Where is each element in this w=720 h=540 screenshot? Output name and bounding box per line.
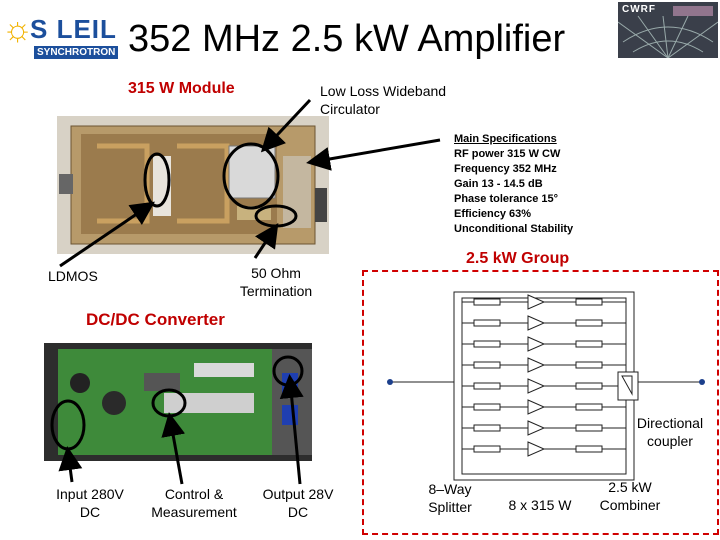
combiner-label: 2.5 kW Combiner xyxy=(599,479,661,513)
logo-subtitle: SYNCHROTRON xyxy=(34,46,119,59)
sun-icon: ☼ xyxy=(2,10,34,48)
amplifier-triangle xyxy=(527,399,546,415)
splitter-resistor xyxy=(473,403,501,411)
spec-line: Unconditional Stability xyxy=(454,223,574,235)
page-title: 352 MHz 2.5 kW Amplifier xyxy=(128,18,566,60)
soleil-logo: ☼ S LEIL SYNCHROTRON xyxy=(0,8,119,64)
cwrf-logo: CWRF xyxy=(618,2,718,58)
spec-line: Phase tolerance 15° xyxy=(454,193,559,205)
logo-wordmark: S LEIL xyxy=(30,14,117,44)
cwrf-logo-text: CWRF xyxy=(622,4,656,15)
combiner-resistor xyxy=(575,340,603,348)
splitter-resistor xyxy=(473,445,501,453)
combiner-resistor xyxy=(575,403,603,411)
splitter-resistor xyxy=(473,298,501,306)
combiner-resistor xyxy=(575,445,603,453)
combiner-resistor xyxy=(575,319,603,327)
group-schematic-box xyxy=(362,270,719,535)
splitter-resistor xyxy=(473,340,501,348)
control-label: Control & Measurement xyxy=(151,486,237,520)
specifications: Main Specifications RF power 315 W CW Fr… xyxy=(454,132,573,237)
ldmos-label: LDMOS xyxy=(48,268,98,284)
termination-label: 50 Ohm Termination xyxy=(239,265,313,299)
amplifier-triangle xyxy=(527,336,546,352)
spec-line: Efficiency 63% xyxy=(454,208,532,220)
splitter-label: 8–Way Splitter xyxy=(428,481,472,515)
module-label: 315 W Module xyxy=(128,80,235,97)
spec-line: Frequency 352 MHz xyxy=(454,163,557,175)
splitter-resistor xyxy=(473,319,501,327)
spec-line: Gain 13 - 14.5 dB xyxy=(454,178,543,190)
group-schematic xyxy=(387,291,705,481)
directional-coupler-label: Directional coupler xyxy=(636,415,704,449)
spec-line: RF power 315 W CW xyxy=(454,148,561,160)
group-label: 2.5 kW Group xyxy=(466,250,570,267)
modules-label: 8 x 315 W xyxy=(508,497,572,513)
amplifier-triangle xyxy=(527,378,546,394)
circulator-label: Low Loss Wideband Circulator xyxy=(320,83,447,117)
combiner-resistor xyxy=(575,424,603,432)
dcdc-label: DC/DC Converter xyxy=(86,310,225,329)
amplifier-triangle xyxy=(527,420,546,436)
cwrf-logo-image xyxy=(618,2,718,58)
output-label: Output 28V DC xyxy=(262,486,334,520)
combiner-resistor xyxy=(575,361,603,369)
input-label: Input 280V DC xyxy=(56,486,124,520)
combiner-resistor xyxy=(575,298,603,306)
splitter-resistor xyxy=(473,424,501,432)
splitter-resistor xyxy=(473,361,501,369)
amplifier-triangle xyxy=(527,357,546,373)
combiner-resistor xyxy=(575,382,603,390)
splitter-resistor xyxy=(473,382,501,390)
amplifier-triangle xyxy=(527,294,546,310)
amplifier-triangle xyxy=(527,315,546,331)
specs-heading: Main Specifications xyxy=(454,133,557,145)
amplifier-triangle xyxy=(527,441,546,457)
